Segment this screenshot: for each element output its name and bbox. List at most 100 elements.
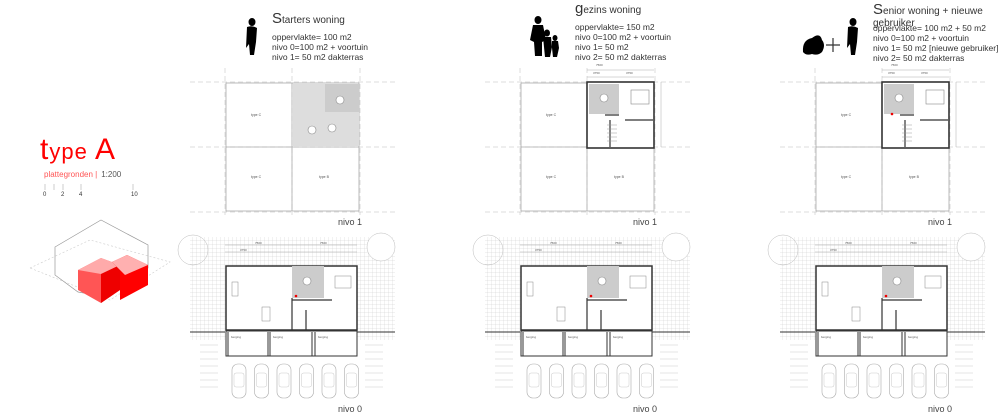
interior-wall <box>605 114 653 147</box>
tree <box>472 234 504 266</box>
car-windshield <box>551 372 562 388</box>
berging-label: berging <box>231 335 241 339</box>
type-b-label: type B <box>909 175 920 179</box>
dining-table <box>851 306 861 322</box>
accent-marker <box>294 294 298 298</box>
storage-block <box>815 330 948 357</box>
type-c-label: type C <box>251 113 262 117</box>
car-windshield <box>346 372 357 388</box>
interior-wall <box>586 298 627 330</box>
berging-label: berging <box>568 335 578 339</box>
family-silhouette-icon <box>530 16 559 57</box>
grid-line <box>780 81 985 213</box>
parked-car <box>254 363 269 399</box>
car-windshield <box>528 372 540 388</box>
scale-label: 1:200 <box>101 170 122 179</box>
stairs <box>607 124 617 142</box>
dimension-label: 7500 <box>550 241 557 245</box>
plan-subtitle: plattegronden |1:200 <box>44 170 122 179</box>
grid-line <box>485 81 690 213</box>
dimension-line <box>225 244 357 253</box>
col2-heading: gezins woning <box>575 0 642 17</box>
col1-heading: Starters woning <box>272 10 345 27</box>
isometric-massing <box>29 219 171 303</box>
storage-wall <box>314 332 358 356</box>
parked-car <box>889 363 904 399</box>
storage-wall <box>227 332 269 356</box>
bike-rack <box>790 344 973 388</box>
parked-car <box>571 363 587 399</box>
dimension-line <box>882 69 957 147</box>
dimension-label: 7500 <box>615 241 622 245</box>
parked-car <box>594 363 609 399</box>
dimension-label: 3750 <box>593 71 600 75</box>
car-windshield <box>868 372 880 388</box>
dimension-label: 7500 <box>596 63 603 67</box>
dimension-label: 3750 <box>240 248 247 252</box>
car-windshield <box>233 372 245 388</box>
level0-label: nivo 0 <box>633 404 658 414</box>
dimension-label: 7500 <box>255 241 262 245</box>
type-c-label: type C <box>251 175 262 179</box>
dimension-label: 3750 <box>535 248 542 252</box>
dimension-label: 7500 <box>320 241 327 245</box>
scale-tick: 0 <box>43 192 47 198</box>
patio-table <box>302 276 312 286</box>
wheelchair-plus-person-icon <box>802 18 858 55</box>
accent-marker <box>890 112 894 116</box>
car-windshield <box>256 372 267 388</box>
tree <box>661 232 691 262</box>
storage-wall <box>904 332 948 356</box>
car-windshield <box>573 372 585 388</box>
level1-label: nivo 1 <box>633 217 658 227</box>
level1-plan: type C type C type B <box>190 68 395 215</box>
type-b-label: type B <box>614 175 625 179</box>
dimension-line <box>815 244 947 253</box>
level0-label: nivo 0 <box>338 404 363 414</box>
berging-label: berging <box>318 335 328 339</box>
berging-label: berging <box>908 335 918 339</box>
car-windshield <box>641 372 652 388</box>
dining-table <box>261 306 271 322</box>
storage-wall <box>564 332 608 356</box>
type-b-label: type B <box>319 175 330 179</box>
storage-block <box>520 330 653 357</box>
scale-tick: 10 <box>131 192 138 198</box>
patio-table <box>597 276 607 286</box>
bed <box>924 275 942 289</box>
scale-tick: 2 <box>61 192 65 198</box>
dimension-line <box>587 69 662 147</box>
terrace-table <box>599 93 609 103</box>
interior-wall <box>900 114 948 147</box>
terrace-table <box>327 123 337 133</box>
berging-label: berging <box>613 335 623 339</box>
parked-car <box>934 363 949 399</box>
bed <box>334 275 352 289</box>
storage-wall <box>859 332 903 356</box>
dimension-label: 7500 <box>891 63 898 67</box>
type-c-label: type C <box>841 175 852 179</box>
car-windshield <box>913 372 925 388</box>
scale-tick: 4 <box>79 192 83 198</box>
interior-wall <box>881 298 922 330</box>
parked-car <box>821 363 837 399</box>
type-c-label: type C <box>546 113 557 117</box>
parked-car <box>616 363 632 399</box>
dimension-label: 3750 <box>921 71 928 75</box>
car-windshield <box>278 372 290 388</box>
parked-car <box>526 363 542 399</box>
car-windshield <box>846 372 857 388</box>
storage-wall <box>522 332 564 356</box>
grid-line <box>190 81 395 213</box>
accent-marker <box>589 294 593 298</box>
storage-wall <box>609 332 653 356</box>
parked-car <box>911 363 927 399</box>
parked-car <box>549 363 564 399</box>
parked-car <box>866 363 882 399</box>
tree <box>177 234 209 266</box>
